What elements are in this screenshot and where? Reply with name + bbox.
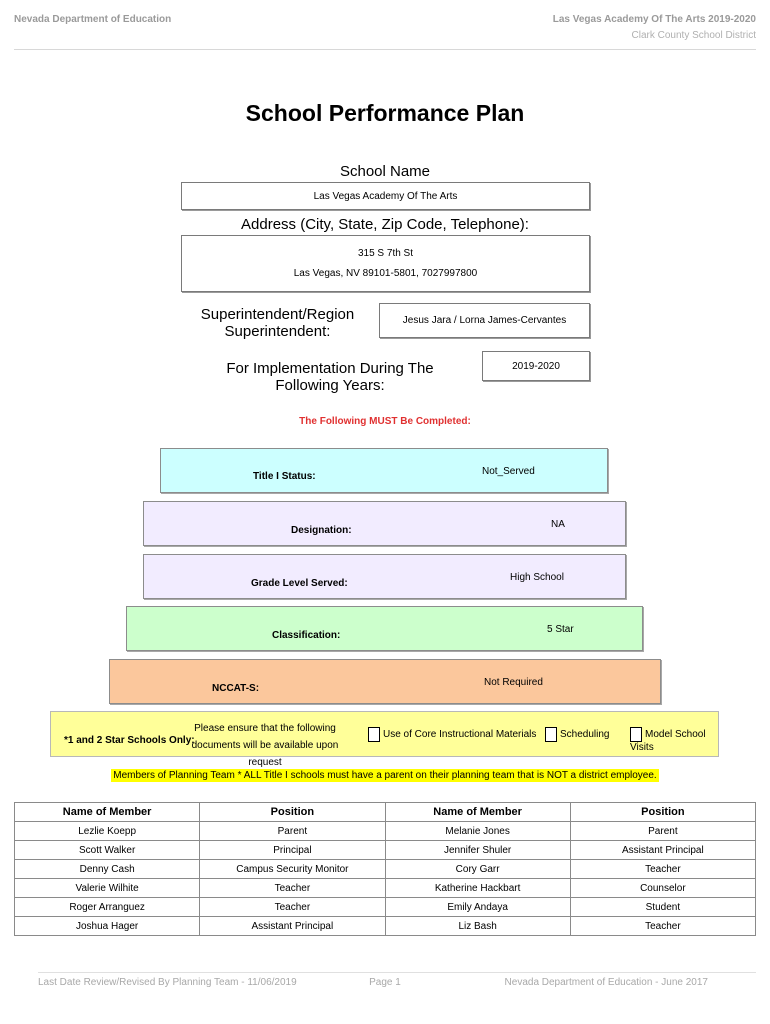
member-position: Teacher — [199, 897, 386, 917]
member-name: Scott Walker — [13, 840, 201, 860]
address-street: 315 S 7th St — [357, 248, 414, 260]
table-row: Lezlie Koepp Parent Melanie Jones Parent — [13, 821, 757, 841]
address-label: Address (City, State, Zip Code, Telephon… — [241, 216, 529, 233]
member-name: Denny Cash — [13, 859, 201, 879]
address-city: Las Vegas, NV 89101-5801, 7027997800 — [293, 267, 478, 279]
member-position: Assistant Principal — [569, 840, 757, 860]
superintendent-label: Superintendent/Region Superintendent: — [200, 306, 355, 340]
header-position-1: Position — [199, 802, 386, 822]
member-position: Teacher — [569, 916, 757, 936]
model-school-visits-checkbox[interactable] — [630, 727, 642, 742]
table-row: Joshua Hager Assistant Principal Liz Bas… — [13, 916, 757, 936]
member-name: Liz Bash — [384, 916, 571, 936]
superintendent-field[interactable]: Jesus Jara / Lorna James-Cervantes — [379, 303, 590, 338]
school-name-label: School Name — [339, 163, 431, 180]
member-position: Principal — [199, 840, 386, 860]
implementation-years-label: For Implementation During The Following … — [226, 360, 434, 394]
member-position: Parent — [569, 821, 757, 841]
implementation-years-field[interactable]: 2019-2020 — [482, 351, 590, 381]
member-position: Student — [569, 897, 757, 917]
classification-band[interactable]: Classification: 5 Star — [126, 606, 643, 651]
member-name: Valerie Wilhite — [13, 878, 201, 898]
member-position: Campus Security Monitor — [199, 859, 386, 879]
table-row: Valerie Wilhite Teacher Katherine Hackba… — [13, 878, 757, 898]
address-field[interactable]: 315 S 7th St Las Vegas, NV 89101-5801, 7… — [181, 235, 590, 292]
member-position: Teacher — [569, 859, 757, 879]
nccat-s-band[interactable]: NCCAT-S: Not Required — [109, 659, 661, 704]
title-i-status-band[interactable]: Title I Status: Not_Served — [160, 448, 608, 493]
table-row: Roger Arranguez Teacher Emily Andaya Stu… — [13, 897, 757, 917]
member-position: Counselor — [569, 878, 757, 898]
superintendent-value: Jesus Jara / Lorna James-Cervantes — [402, 315, 567, 326]
title-i-status-value: Not_Served — [482, 466, 535, 477]
grade-level-value: High School — [510, 572, 564, 583]
member-position: Parent — [199, 821, 386, 841]
header-name-member-2: Name of Member — [384, 802, 571, 822]
planning-team-note: Members of Planning Team * ALL Title I s… — [111, 769, 659, 782]
member-name: Emily Andaya — [384, 897, 571, 917]
school-name-field[interactable]: Las Vegas Academy Of The Arts — [181, 182, 590, 210]
header-divider — [14, 49, 756, 50]
option-model-school-visits[interactable]: Model School Visits — [630, 727, 718, 753]
grade-level-label: Grade Level Served: — [251, 578, 348, 589]
nccat-s-value: Not Required — [484, 677, 543, 688]
title-i-status-label: Title I Status: — [253, 471, 316, 482]
table-row: Denny Cash Campus Security Monitor Cory … — [13, 859, 757, 879]
implementation-years-value: 2019-2020 — [512, 360, 560, 372]
classification-label: Classification: — [272, 630, 341, 641]
footer-agency-date: Nevada Department of Education - June 20… — [504, 977, 708, 988]
member-name: Cory Garr — [384, 859, 571, 879]
header-agency: Nevada Department of Education — [14, 14, 172, 25]
designation-label: Designation: — [291, 525, 352, 536]
footer-page-number: Page 1 — [369, 977, 401, 988]
table-row: Scott Walker Principal Jennifer Shuler A… — [13, 840, 757, 860]
member-name: Roger Arranguez — [13, 897, 201, 917]
member-name: Lezlie Koepp — [13, 821, 201, 841]
member-name: Melanie Jones — [384, 821, 571, 841]
member-name: Katherine Hackbart — [384, 878, 571, 898]
header-name-member-1: Name of Member — [13, 802, 201, 822]
designation-band[interactable]: Designation: NA — [143, 501, 626, 546]
scheduling-checkbox[interactable] — [545, 727, 557, 742]
core-materials-checkbox[interactable] — [368, 727, 380, 742]
star-schools-instruction: Please ensure that the following documen… — [191, 723, 339, 768]
footer-review-date: Last Date Review/Revised By Planning Tea… — [38, 977, 297, 988]
table-header-row: Name of Member Position Name of Member P… — [13, 802, 757, 822]
footer-divider — [38, 972, 756, 973]
must-complete-heading: The Following MUST Be Completed: — [299, 416, 471, 427]
star-schools-panel: *1 and 2 Star Schools Only: Please ensur… — [50, 711, 719, 768]
grade-level-band[interactable]: Grade Level Served: High School — [143, 554, 626, 599]
member-name: Jennifer Shuler — [384, 840, 571, 860]
page-title: School Performance Plan — [245, 100, 525, 126]
option-scheduling[interactable]: Scheduling — [545, 727, 609, 742]
school-name-value: Las Vegas Academy Of The Arts — [313, 190, 458, 202]
header-position-2: Position — [569, 802, 757, 822]
member-position: Teacher — [199, 878, 386, 898]
nccat-s-label: NCCAT-S: — [212, 683, 260, 694]
planning-team-table: Name of Member Position Name of Member P… — [13, 802, 757, 936]
option-core-materials[interactable]: Use of Core Instructional Materials — [368, 727, 536, 742]
header-district: Clark County School District — [631, 30, 756, 41]
header-school-year: Las Vegas Academy Of The Arts 2019-2020 — [552, 14, 756, 25]
designation-value: NA — [551, 519, 565, 530]
member-position: Assistant Principal — [199, 916, 386, 936]
classification-value: 5 Star — [547, 624, 574, 635]
member-name: Joshua Hager — [13, 916, 201, 936]
star-schools-label: *1 and 2 Star Schools Only: — [64, 735, 195, 746]
